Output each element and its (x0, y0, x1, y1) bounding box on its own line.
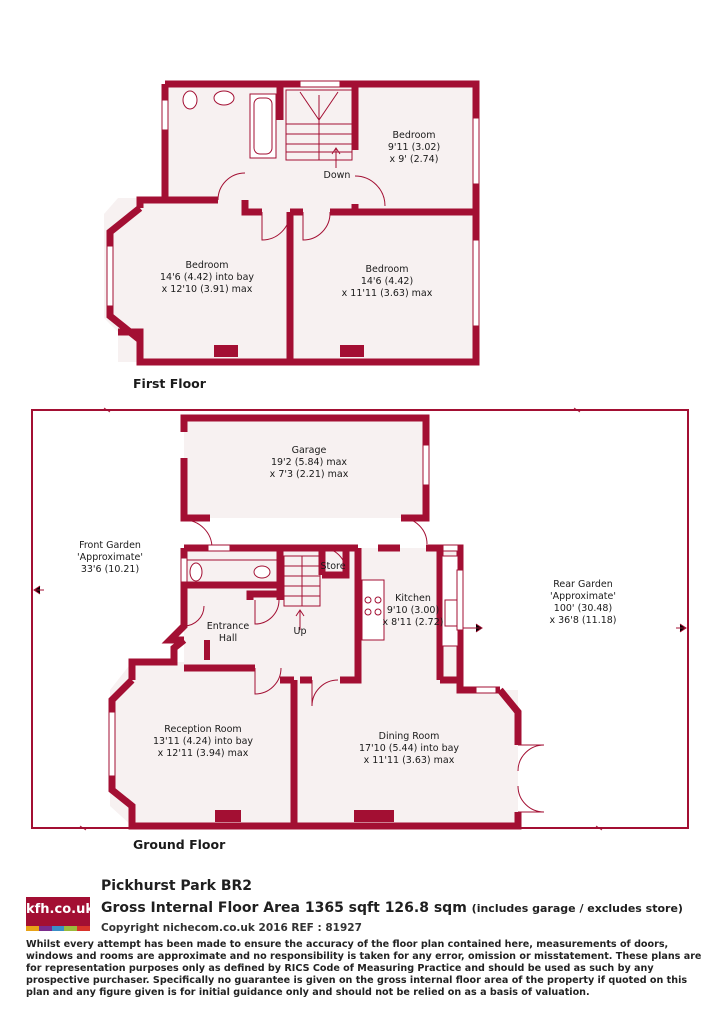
window (180, 557, 188, 583)
kfh-logo[interactable]: kfh.co.uk (26, 897, 94, 931)
disclaimer-text: Whilst every attempt has been made to en… (26, 939, 702, 998)
bay-window-reception (108, 677, 522, 830)
kitchen-label: Kitchen 9'10 (3.00) x 8'11 (2.72) (382, 593, 444, 628)
window (442, 544, 459, 552)
bay-window-dining (497, 687, 522, 745)
floor-area-note: (includes garage / excludes store) (471, 902, 683, 915)
window (422, 444, 430, 486)
first-floor-title: First Floor (133, 376, 206, 391)
floor-plan (31, 80, 689, 831)
rear-garden-label: Rear Garden 'Approximate' 100' (30.48) x… (549, 579, 617, 626)
garage-label: Garage 19'2 (5.84) max x 7'3 (2.21) max (269, 445, 349, 480)
store-label: Store (320, 561, 346, 572)
entrance-hall-label: Entrance Hall (206, 621, 250, 644)
ground-floor-plan (31, 407, 689, 831)
bedroom-top-right-label: Bedroom 9'11 (3.02) x 9' (2.74) (387, 130, 441, 165)
property-address: Pickhurst Park BR2 (101, 878, 253, 894)
floor-area-value: Gross Internal Floor Area 1365 sqft 126.… (101, 900, 467, 916)
garage-wall (180, 414, 430, 522)
window (299, 80, 341, 88)
copyright-text: Copyright nichecom.co.uk 2016 REF : 8192… (101, 922, 362, 934)
bedroom-right-label: Bedroom 14'6 (4.42) x 11'11 (3.63) max (341, 264, 433, 299)
reception-room-label: Reception Room 13'11 (4.24) into bay x 1… (152, 724, 254, 759)
window (472, 117, 480, 185)
window (475, 686, 497, 694)
dining-room-label: Dining Room 17'10 (5.44) into bay x 11'1… (358, 731, 460, 766)
first-floor-outer-wall (118, 80, 480, 366)
window (108, 711, 116, 777)
floor-area: Gross Internal Floor Area 1365 sqft 126.… (101, 900, 683, 916)
bay-window-left-first (106, 205, 144, 362)
stairs-down-label: Down (323, 170, 351, 181)
window (472, 239, 480, 327)
bedroom-left-label: Bedroom 14'6 (4.42) into bay x 12'10 (3.… (159, 260, 255, 295)
first-floor-plan (104, 80, 480, 366)
window (207, 544, 231, 552)
front-garden-label: Front Garden 'Approximate' 33'6 (10.21) (77, 540, 143, 575)
logo-stripes (26, 926, 90, 931)
window (106, 245, 114, 307)
window (161, 99, 169, 131)
logo-text: kfh.co.uk (26, 902, 94, 917)
stairs-up-label: Up (293, 626, 307, 637)
window (456, 569, 464, 631)
ground-floor-title: Ground Floor (133, 837, 226, 852)
